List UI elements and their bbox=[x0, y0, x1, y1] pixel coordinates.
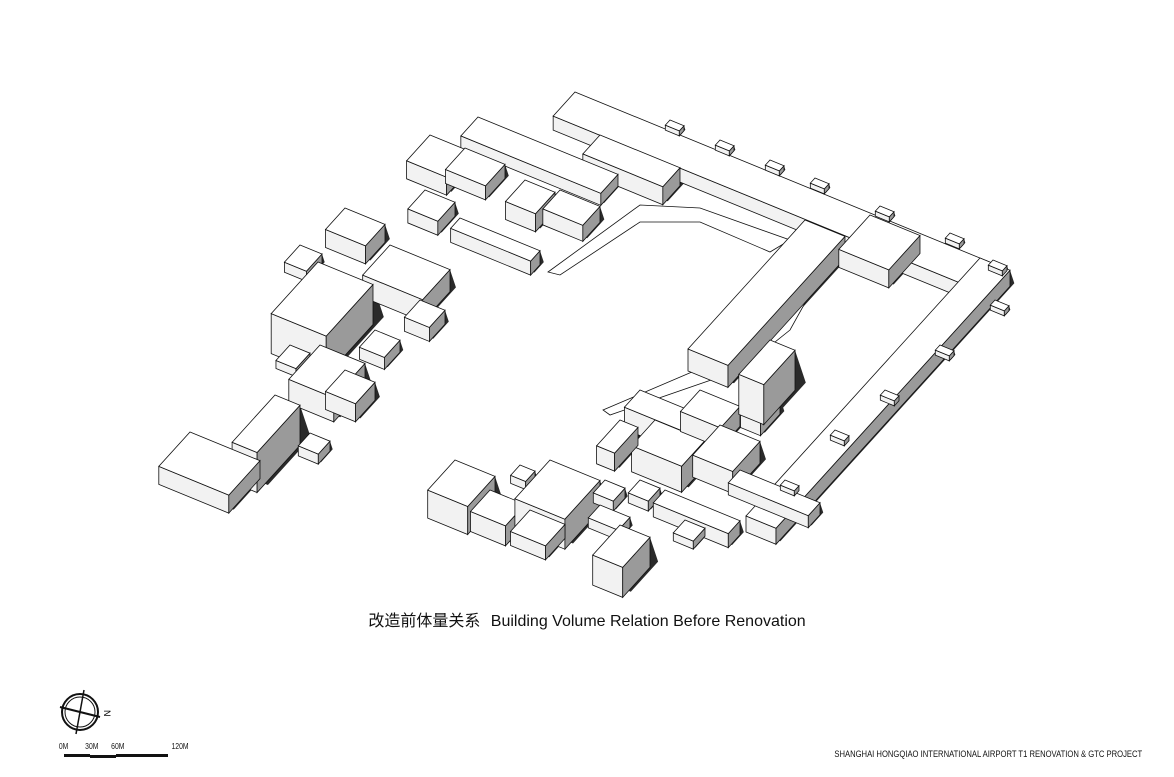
building-block bbox=[324, 207, 386, 265]
building-roof bbox=[324, 207, 386, 247]
building-roof bbox=[652, 489, 741, 535]
building-roof bbox=[297, 432, 331, 455]
building-roof bbox=[829, 429, 850, 442]
scale-label: 120M bbox=[171, 742, 189, 751]
building-block bbox=[449, 217, 541, 277]
building-roof bbox=[275, 344, 311, 370]
building-block bbox=[672, 519, 706, 551]
building-roof bbox=[779, 479, 800, 492]
building-block bbox=[297, 432, 331, 466]
building-block bbox=[727, 469, 821, 529]
building-roof bbox=[944, 232, 965, 245]
scale-label: 30M bbox=[85, 742, 99, 751]
building-block bbox=[987, 259, 1008, 277]
scale-label: 0M bbox=[58, 742, 69, 751]
scale-bar-labels: 0M 30M 60M 120M bbox=[58, 742, 208, 752]
building-block bbox=[714, 139, 735, 157]
building-block bbox=[692, 424, 761, 495]
building-roof bbox=[403, 299, 446, 328]
building-roof bbox=[283, 244, 323, 272]
building-block bbox=[582, 134, 681, 206]
project-footer: SHANGHAI HONGQIAO INTERNATIONAL AIRPORT … bbox=[834, 749, 1142, 759]
building-block bbox=[403, 299, 446, 343]
building-block bbox=[687, 219, 846, 389]
building-roof bbox=[714, 139, 735, 152]
building-roof bbox=[989, 299, 1010, 312]
building-roof bbox=[362, 244, 451, 301]
building-roof bbox=[231, 394, 301, 454]
title-chinese: 改造前体量关系 bbox=[368, 613, 481, 630]
building-block bbox=[838, 214, 921, 289]
building-roof bbox=[469, 489, 526, 527]
building-block bbox=[542, 189, 601, 243]
building-roof bbox=[879, 389, 900, 402]
building-roof bbox=[542, 189, 601, 226]
building-block bbox=[407, 189, 456, 237]
building-roof bbox=[687, 219, 846, 366]
building-roof bbox=[838, 214, 921, 271]
building-roof bbox=[738, 339, 796, 386]
building-roof bbox=[509, 464, 536, 482]
building-roof bbox=[514, 459, 601, 520]
building-block bbox=[664, 119, 685, 137]
building-block bbox=[738, 339, 796, 426]
building-roof bbox=[324, 369, 376, 405]
scale-bar bbox=[64, 754, 168, 758]
building-block bbox=[158, 431, 261, 515]
building-block bbox=[879, 389, 900, 407]
building-block bbox=[934, 344, 955, 362]
building-roof bbox=[934, 344, 955, 357]
building-roof bbox=[592, 479, 626, 502]
building-block bbox=[324, 369, 376, 423]
building-roof bbox=[270, 261, 374, 337]
building-roof bbox=[158, 431, 261, 496]
building-roof bbox=[358, 329, 401, 358]
building-block bbox=[745, 257, 1011, 546]
building-roof bbox=[504, 179, 556, 215]
building-roof bbox=[874, 205, 895, 218]
building-block bbox=[989, 299, 1010, 317]
building-roof bbox=[592, 524, 651, 568]
building-block bbox=[779, 479, 800, 497]
building-roof bbox=[449, 217, 541, 262]
building-block bbox=[627, 479, 661, 513]
diagram-title: 改造前体量关系 Building Volume Relation Before … bbox=[0, 607, 1174, 631]
building-block bbox=[874, 205, 895, 223]
building-roof bbox=[444, 147, 506, 187]
building-block bbox=[509, 509, 566, 561]
road-ramp bbox=[547, 204, 791, 276]
building-roof bbox=[672, 519, 706, 542]
building-roof bbox=[595, 419, 639, 454]
building-block bbox=[460, 116, 619, 207]
building-roof bbox=[692, 424, 761, 472]
building-roof bbox=[407, 189, 456, 222]
building-block bbox=[444, 147, 506, 201]
building-roof bbox=[627, 479, 661, 502]
building-roof bbox=[664, 119, 685, 132]
building-block bbox=[592, 524, 651, 599]
building-roof bbox=[460, 116, 619, 194]
scale-label: 60M bbox=[111, 742, 125, 751]
building-blocks bbox=[158, 91, 1011, 599]
building-block bbox=[358, 329, 401, 371]
building-block bbox=[809, 177, 830, 195]
building-roof bbox=[809, 177, 830, 190]
building-roof bbox=[509, 509, 566, 547]
building-block bbox=[944, 232, 965, 250]
building-roof bbox=[987, 259, 1008, 272]
compass-north-label: N bbox=[102, 710, 112, 717]
title-english: Building Volume Relation Before Renovati… bbox=[490, 613, 806, 630]
building-roof bbox=[764, 159, 785, 172]
building-roof bbox=[582, 134, 681, 188]
building-block bbox=[829, 429, 850, 447]
building-block bbox=[764, 159, 785, 177]
building-block bbox=[595, 419, 639, 473]
compass-icon: N bbox=[59, 689, 112, 735]
building-roof bbox=[427, 459, 496, 507]
